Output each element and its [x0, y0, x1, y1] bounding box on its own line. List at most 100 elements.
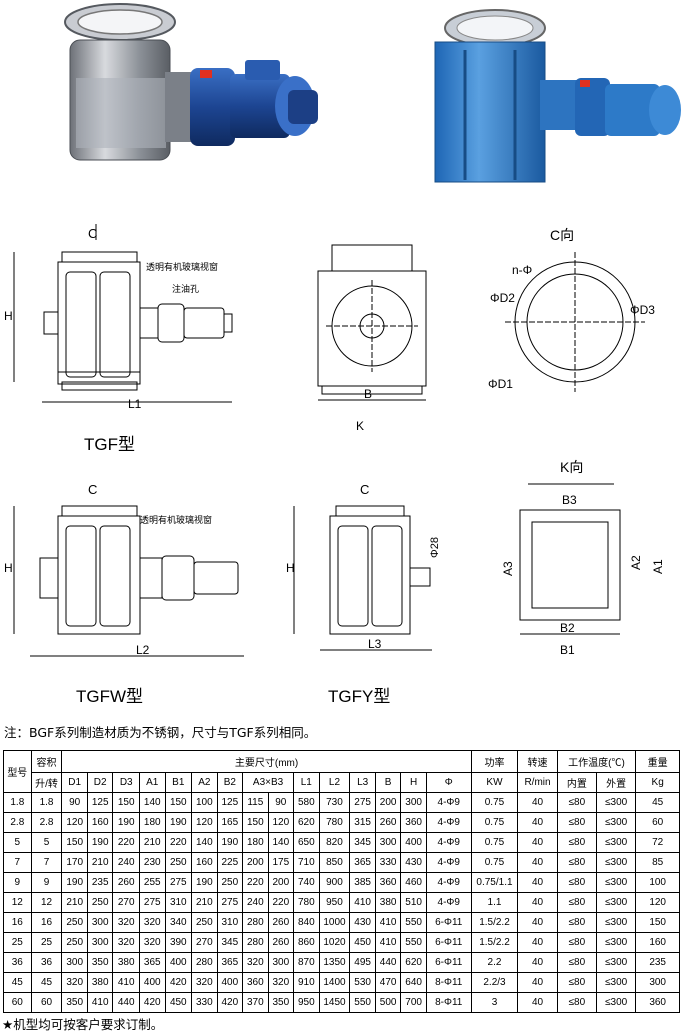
table-cell: ≤80 [556, 832, 597, 853]
unit-header-temp-in: 内置 [556, 772, 597, 793]
table-cell: 36 [30, 952, 63, 973]
stainless-valve-photo [64, 3, 318, 161]
table-cell: 315 [349, 812, 376, 833]
tgfw-window-note: 透明有机玻璃视窗 [140, 514, 212, 525]
a3-label: A3 [501, 561, 515, 576]
tgfy-caption: TGFY型 [328, 687, 391, 706]
dim-col-header: Φ [425, 772, 472, 793]
table-cell: ≤300 [595, 872, 637, 893]
table-cell: 275 [349, 792, 376, 813]
table-cell: 400 [216, 972, 244, 993]
dim-col-header: B1 [164, 772, 193, 793]
table-cell: ≤300 [595, 832, 637, 853]
table-cell: 40 [517, 952, 558, 973]
table-cell: 320 [139, 912, 166, 933]
table-cell: 430 [400, 852, 427, 873]
table-cell: 360 [635, 992, 680, 1013]
volume-header: 容积 [30, 750, 63, 773]
dim-col-header: L3 [349, 772, 376, 793]
table-cell: 640 [400, 972, 427, 993]
table-cell: 200 [267, 872, 295, 893]
table-cell: 260 [112, 872, 140, 893]
table-cell: 340 [164, 912, 193, 933]
table-cell: 250 [61, 932, 88, 953]
dim-col-header: A2 [191, 772, 218, 793]
tgfy-side-drawing: C Φ28 H L3 [286, 482, 441, 651]
table-cell: 180 [139, 812, 166, 833]
tgfy-h-label: H [286, 561, 295, 575]
table-cell: ≤300 [595, 972, 637, 993]
table-cell: 6-Φ11 [425, 952, 472, 973]
table-cell: 160 [86, 812, 114, 833]
table-cell: 120 [267, 812, 295, 833]
table-cell: 280 [191, 952, 218, 973]
table-cell: 180 [242, 832, 269, 853]
table-cell: ≤300 [595, 852, 637, 873]
table-cell: 300 [86, 912, 114, 933]
table-cell: 310 [164, 892, 193, 913]
table-cell: 710 [293, 852, 320, 873]
table-cell: 330 [191, 992, 218, 1013]
table-cell: 310 [216, 912, 244, 933]
table-cell: 365 [139, 952, 166, 973]
table-cell: ≤80 [556, 992, 597, 1013]
table-cell: 45 [3, 972, 32, 993]
table-cell: 3 [470, 992, 519, 1013]
table-cell: ≤300 [595, 792, 637, 813]
table-cell: 45 [30, 972, 63, 993]
table-cell: 210 [61, 892, 88, 913]
table-cell: 40 [517, 892, 558, 913]
volume-unit: 升/转 [30, 772, 63, 793]
table-cell: 5 [30, 832, 63, 853]
phi28-label: Φ28 [429, 537, 441, 558]
table-cell: 150 [112, 792, 140, 813]
length-l1-label: L1 [128, 397, 142, 411]
table-cell: 140 [267, 832, 295, 853]
table-cell: 8-Φ11 [425, 992, 472, 1013]
table-cell: 320 [112, 912, 140, 933]
blue-valve-photo [434, 9, 681, 183]
table-cell: 72 [635, 832, 680, 853]
unit-header-temp-out: 外置 [595, 772, 637, 793]
d3-label: ΦD3 [630, 303, 655, 317]
table-cell: 820 [318, 832, 351, 853]
table-cell: 410 [86, 992, 114, 1013]
table-cell: 780 [318, 812, 351, 833]
table-cell: 300 [635, 972, 680, 993]
a1-label: A1 [651, 559, 665, 574]
table-cell: 240 [242, 892, 269, 913]
height-h-label: H [4, 309, 13, 323]
footer-note: ★机型均可按客户要求订制。 [2, 1017, 164, 1032]
table-cell: 270 [191, 932, 218, 953]
table-cell: 550 [349, 992, 376, 1013]
tgfy-c-label: C [360, 482, 369, 497]
table-cell: 150 [242, 812, 269, 833]
table-cell: 5 [3, 832, 32, 853]
dim-col-header: H [400, 772, 427, 793]
dim-col-header: A3×B3 [242, 772, 295, 793]
table-cell: 9 [30, 872, 63, 893]
dim-col-header: D1 [61, 772, 88, 793]
table-cell: 250 [216, 872, 244, 893]
table-cell: 210 [191, 892, 218, 913]
table-cell: 910 [293, 972, 320, 993]
table-cell: 1.1 [470, 892, 519, 913]
table-cell: 36 [3, 952, 32, 973]
table-cell: ≤300 [595, 952, 637, 973]
table-cell: 380 [112, 952, 140, 973]
table-cell: 40 [517, 932, 558, 953]
dim-col-header: D3 [112, 772, 140, 793]
table-cell: 125 [216, 792, 244, 813]
table-cell: 150 [635, 912, 680, 933]
table-cell: ≤80 [556, 812, 597, 833]
table-cell: ≤300 [595, 892, 637, 913]
table-cell: 650 [293, 832, 320, 853]
n-phi-label: n-Φ [512, 263, 532, 277]
table-cell: ≤80 [556, 932, 597, 953]
table-cell: 60 [30, 992, 63, 1013]
